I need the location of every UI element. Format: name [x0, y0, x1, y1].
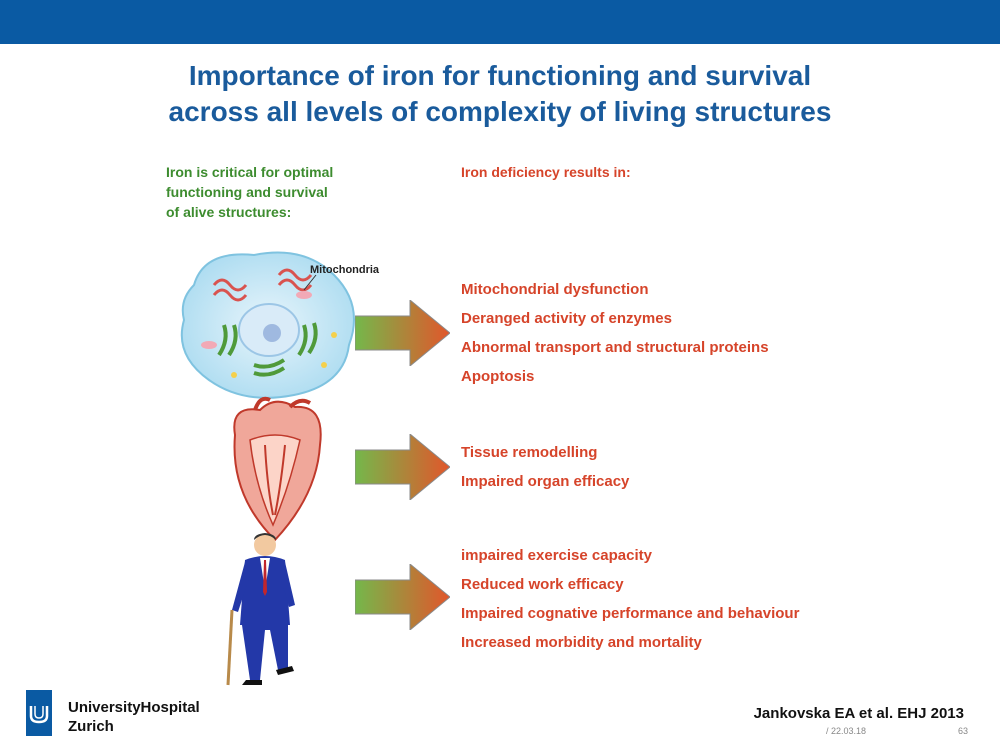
- effect-item: Deranged activity of enzymes: [461, 310, 672, 327]
- logo-line-2: Zurich: [68, 718, 114, 735]
- effect-item: Impaired organ efficacy: [461, 473, 630, 490]
- intro-line: of alive structures:: [166, 204, 292, 220]
- citation: Jankovska EA et al. EHJ 2013: [753, 705, 964, 722]
- intro-line: Iron is critical for optimal: [166, 164, 334, 180]
- title-line-1: Importance of iron for functioning and s…: [188, 60, 812, 91]
- page-number: 63: [958, 726, 969, 736]
- hospital-logo-text: UniversityHospital Zurich: [68, 698, 200, 736]
- effect-item: Tissue remodelling: [461, 444, 598, 461]
- effect-item: Mitochondrial dysfunction: [461, 281, 649, 298]
- arrow-right-icon: [355, 300, 450, 366]
- header-bar: [0, 0, 1000, 44]
- effect-item: Impaired cognative performance and behav…: [461, 605, 800, 622]
- cell-illustration: [180, 251, 355, 399]
- effect-item: Increased morbidity and mortality: [461, 634, 702, 651]
- cell-effects-list: Mitochondrial dysfunction Deranged activ…: [461, 280, 769, 396]
- arrow-right-icon: [355, 434, 450, 500]
- intro-text: Iron is critical for optimal functioning…: [166, 162, 406, 222]
- iron-figure: Iron is critical for optimal functioning…: [160, 150, 850, 690]
- organ-effects-list: Tissue remodelling Impaired organ effica…: [461, 443, 629, 501]
- heart-illustration: [233, 396, 322, 542]
- slide-date: / 22.03.18: [826, 726, 867, 736]
- uzh-logo-icon: [26, 690, 52, 736]
- effect-item: Reduced work efficacy: [461, 576, 624, 593]
- intro-line: functioning and survival: [166, 184, 328, 200]
- title-line-2: across all levels of complexity of livin…: [168, 96, 832, 127]
- logo-line-1: UniversityHospital: [68, 699, 200, 716]
- deficiency-heading: Iron deficiency results in:: [461, 164, 631, 180]
- effect-item: Apoptosis: [461, 368, 535, 385]
- arrow-right-icon: [355, 564, 450, 630]
- slide-title: Importance of iron for functioning and s…: [0, 58, 1000, 130]
- person-effects-list: impaired exercise capacity Reduced work …: [461, 546, 799, 662]
- person-illustration: [226, 533, 295, 686]
- effect-item: Abnormal transport and structural protei…: [461, 339, 769, 356]
- effect-item: impaired exercise capacity: [461, 547, 652, 564]
- mitochondria-label: Mitochondria: [310, 264, 380, 276]
